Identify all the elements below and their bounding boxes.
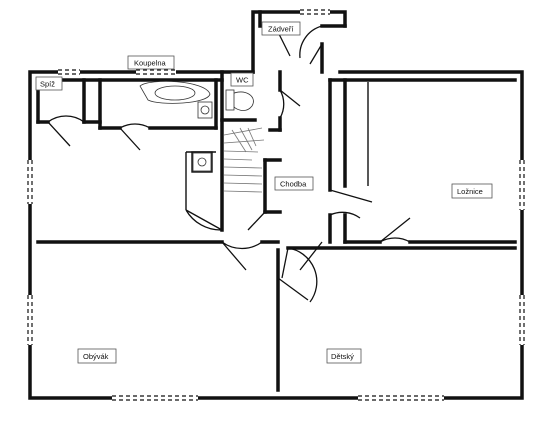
room-labels: Zádveří Koupelna Spíž WC Chodba Ložnice … <box>35 21 493 364</box>
room-name-koupelna: Koupelna <box>134 59 167 68</box>
room-label-spiz: Spíž <box>35 76 63 91</box>
room-label-obyvak: Obývák <box>77 348 117 364</box>
room-name-spiz: Spíž <box>40 80 55 89</box>
bathroom-fixtures <box>139 80 254 172</box>
room-name-wc: WC <box>236 76 249 85</box>
windows <box>26 8 526 402</box>
room-label-zadveri: Zádveří <box>261 21 301 36</box>
room-name-obyvak: Obývák <box>83 352 109 361</box>
interior-walls <box>36 70 517 392</box>
room-name-loznice: Ložnice <box>457 187 483 196</box>
staircase <box>223 127 265 193</box>
room-label-chodba: Chodba <box>274 176 314 191</box>
room-name-detsky: Dětský <box>331 352 354 361</box>
room-label-detsky: Dětský <box>326 348 362 364</box>
doors <box>47 25 411 303</box>
outer-walls <box>28 10 524 400</box>
room-label-koupelna: Koupelna <box>127 55 175 70</box>
room-name-zadveri: Zádveří <box>268 25 294 34</box>
room-label-loznice: Ložnice <box>451 183 493 199</box>
room-name-chodba: Chodba <box>280 180 307 189</box>
toilet-icon <box>231 91 254 111</box>
room-label-wc: WC <box>230 72 254 87</box>
